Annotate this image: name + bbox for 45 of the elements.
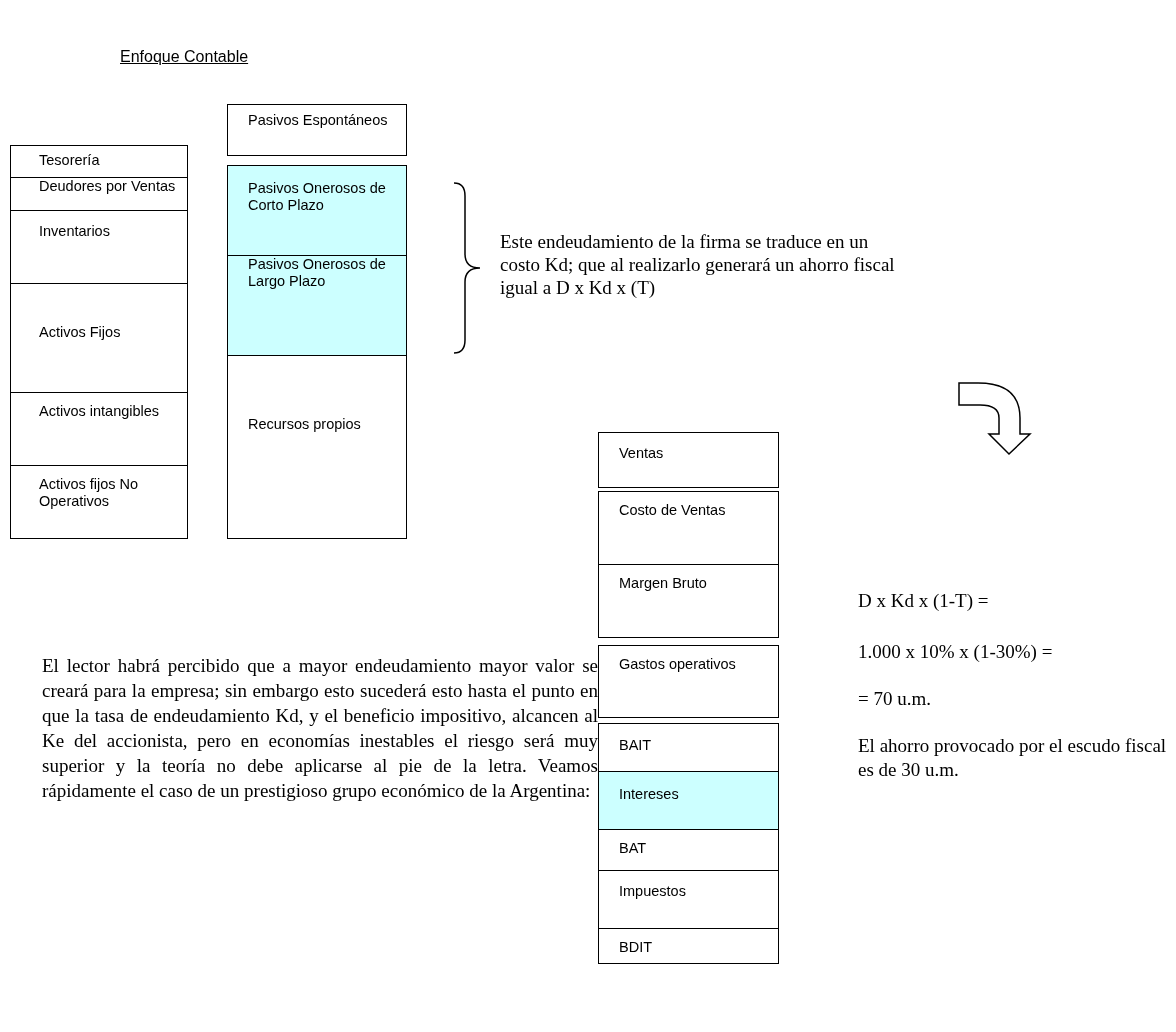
account-label: Costo de Ventas bbox=[619, 502, 727, 519]
account-label: Ventas bbox=[619, 445, 665, 462]
account-box bbox=[10, 465, 188, 539]
account-box bbox=[598, 928, 779, 964]
account-label: Activos Fijos bbox=[39, 324, 122, 341]
account-box bbox=[598, 564, 779, 638]
account-box bbox=[227, 165, 407, 256]
note-text: Este endeudamiento de la firma se traduce en un costo Kd; que al realizarlo generará un ahorro fiscal igual a D x Kd x (T) bbox=[500, 230, 896, 299]
account-box bbox=[10, 177, 188, 211]
account-box bbox=[10, 283, 188, 393]
account-label: Margen Bruto bbox=[619, 575, 708, 592]
note-text: El ahorro provocado por el escudo fiscal es de 30 u.m. bbox=[858, 734, 1168, 781]
title: Enfoque Contable bbox=[120, 48, 249, 66]
formula-text: = 70 u.m. bbox=[858, 687, 932, 710]
formula-text: 1.000 x 10% x (1-30%) = bbox=[858, 640, 1054, 663]
account-label: BDIT bbox=[619, 939, 654, 956]
account-label: Impuestos bbox=[619, 883, 687, 900]
account-box bbox=[598, 432, 779, 488]
account-box bbox=[598, 829, 779, 871]
account-label: Recursos propios bbox=[248, 416, 362, 433]
account-box bbox=[598, 645, 779, 718]
account-box bbox=[10, 210, 188, 284]
account-box bbox=[598, 723, 779, 772]
account-label: Deudores por Ventas bbox=[39, 178, 177, 195]
account-label: Pasivos Espontáneos bbox=[248, 112, 389, 129]
account-box bbox=[598, 491, 779, 565]
account-box bbox=[227, 255, 407, 356]
account-label: Activos intangibles bbox=[39, 403, 161, 420]
account-box bbox=[227, 355, 407, 539]
account-label: Activos fijos No Operativos bbox=[39, 476, 140, 510]
account-label: BAT bbox=[619, 840, 648, 857]
formula-text: D x Kd x (1-T) = bbox=[858, 589, 990, 612]
account-label: Inventarios bbox=[39, 223, 111, 240]
account-label: Gastos operativos bbox=[619, 656, 737, 673]
account-label: Tesorería bbox=[39, 152, 101, 169]
account-label: Pasivos Onerosos de Largo Plazo bbox=[248, 256, 387, 290]
account-box bbox=[10, 392, 188, 466]
account-label: Intereses bbox=[619, 786, 680, 803]
account-box bbox=[10, 145, 188, 178]
account-label: BAIT bbox=[619, 737, 653, 754]
account-label: Pasivos Onerosos de Corto Plazo bbox=[248, 180, 387, 214]
account-box bbox=[227, 104, 407, 156]
body-paragraph: El lector habrá percibido que a mayor endeudamiento mayor valor se creará para la empresa; sin embargo esto sucederá esto hasta el punto en que la tasa de endeudamiento Kd, y el beneficio impositivo, alcancen al Ke del accionista, pero en economías inestables el riesgo será muy superior y la teoría no debe aplicarse al pie de la letra. Veamos rápidamente el caso de un prestigioso grupo económico de la Argentina: bbox=[42, 654, 598, 803]
account-box bbox=[598, 771, 779, 830]
account-box bbox=[598, 870, 779, 929]
